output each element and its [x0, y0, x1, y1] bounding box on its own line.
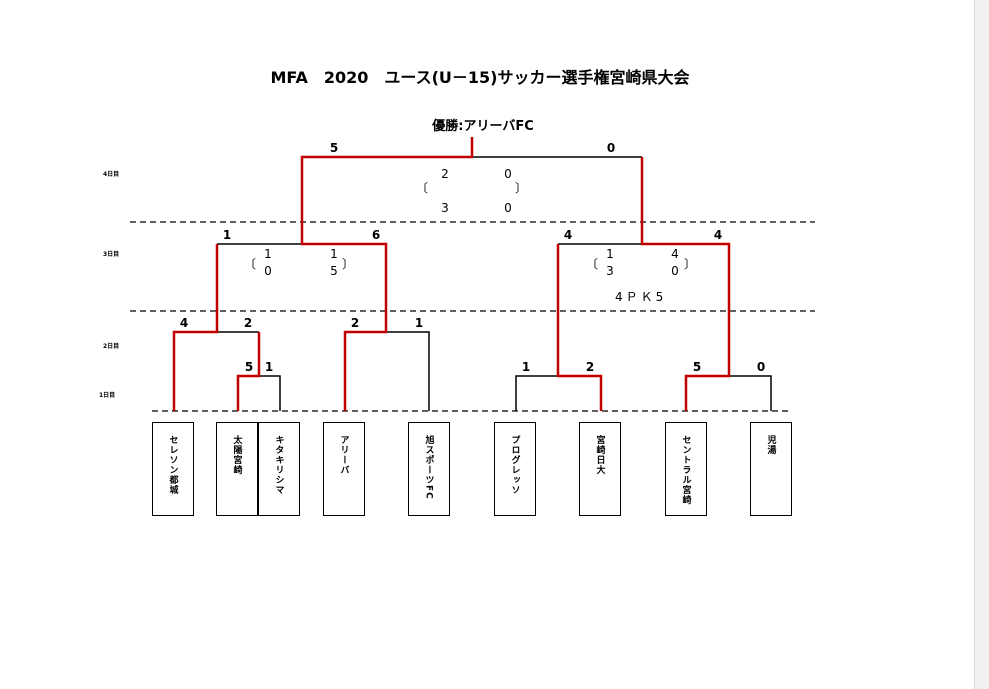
- score-r1c-right: 0: [756, 360, 766, 374]
- team-box: セントラル宮崎: [665, 422, 707, 516]
- sf1-detail-l1: 1: [264, 247, 272, 261]
- bracket-open: 〔: [586, 257, 599, 271]
- page-title: MFA 2020 ユース(U－15)サッカー選手権宮崎県大会: [270, 68, 690, 87]
- final-detail-l1: 2: [441, 167, 449, 181]
- bracket-line: [259, 375, 281, 411]
- score-sf2-right: 4: [713, 228, 723, 242]
- sf2-detail-r1: 4: [671, 247, 679, 261]
- team-name: 太陽宮崎: [231, 435, 242, 475]
- round-label-3: 3日目: [103, 251, 120, 258]
- score-r1b-right: 2: [585, 360, 595, 374]
- bracket-line: [386, 331, 430, 411]
- pk-result: 4ＰＫ5: [615, 290, 667, 304]
- bracket-close: 〕: [342, 257, 355, 271]
- round-label-2: 2日目: [103, 343, 120, 350]
- sf1-detail-r2: 5: [330, 264, 338, 278]
- team-name: プログレッソ: [509, 435, 520, 495]
- round-label-4: 4日目: [103, 171, 120, 178]
- score-final-right: 0: [606, 141, 616, 155]
- team-name: アリーバ: [338, 435, 349, 475]
- team-box: アリーバ: [323, 422, 365, 516]
- team-name: 旭スポーツFC: [423, 435, 434, 500]
- bracket-close: 〕: [515, 181, 528, 195]
- score-qf1-left: 4: [179, 316, 189, 330]
- sf1-detail-l2: 0: [264, 264, 272, 278]
- team-box: プログレッソ: [494, 422, 536, 516]
- team-name: 児湯: [765, 435, 776, 455]
- team-box: 宮崎日大: [579, 422, 621, 516]
- bracket-line: [729, 375, 772, 411]
- score-qf1-right: 2: [243, 316, 253, 330]
- winner-label: 優勝:アリーバFC: [432, 119, 534, 134]
- team-box: キタキリシマ: [258, 422, 300, 516]
- score-r1c-left: 5: [692, 360, 702, 374]
- team-box: 児湯: [750, 422, 792, 516]
- bracket-close: 〕: [684, 257, 697, 271]
- final-detail-r2: 0: [504, 201, 512, 215]
- winner-path: [556, 244, 603, 411]
- winner-path: [172, 244, 219, 411]
- team-box: 旭スポーツFC: [408, 422, 450, 516]
- team-box: セレソン都城: [152, 422, 194, 516]
- winner-path: [300, 137, 474, 411]
- winner-path: [236, 332, 261, 411]
- team-name: セントラル宮崎: [680, 435, 691, 505]
- score-sf1-left: 1: [222, 228, 232, 242]
- bracket-open: 〔: [244, 257, 257, 271]
- score-r1a-left: 5: [244, 360, 254, 374]
- team-box: 太陽宮崎: [216, 422, 258, 516]
- team-name: 宮崎日大: [594, 435, 605, 475]
- final-detail-r1: 0: [504, 167, 512, 181]
- score-sf1-right: 6: [371, 228, 381, 242]
- score-sf2-left: 4: [563, 228, 573, 242]
- sf2-detail-r2: 0: [671, 264, 679, 278]
- team-name: キタキリシマ: [273, 435, 284, 495]
- score-r1a-right: 1: [264, 360, 274, 374]
- sf2-detail-l2: 3: [606, 264, 614, 278]
- bracket-line: [515, 375, 558, 411]
- score-qf2-right: 1: [414, 316, 424, 330]
- score-final-left: 5: [329, 141, 339, 155]
- round-label-1: 1日目: [99, 392, 116, 399]
- sf1-detail-r1: 1: [330, 247, 338, 261]
- vertical-scrollbar[interactable]: [974, 0, 989, 689]
- score-qf2-left: 2: [350, 316, 360, 330]
- team-name: セレソン都城: [167, 435, 178, 495]
- winner-path: [640, 157, 731, 411]
- score-r1b-left: 1: [521, 360, 531, 374]
- bracket-open: 〔: [416, 181, 429, 195]
- sf2-detail-l1: 1: [606, 247, 614, 261]
- final-detail-l2: 3: [441, 201, 449, 215]
